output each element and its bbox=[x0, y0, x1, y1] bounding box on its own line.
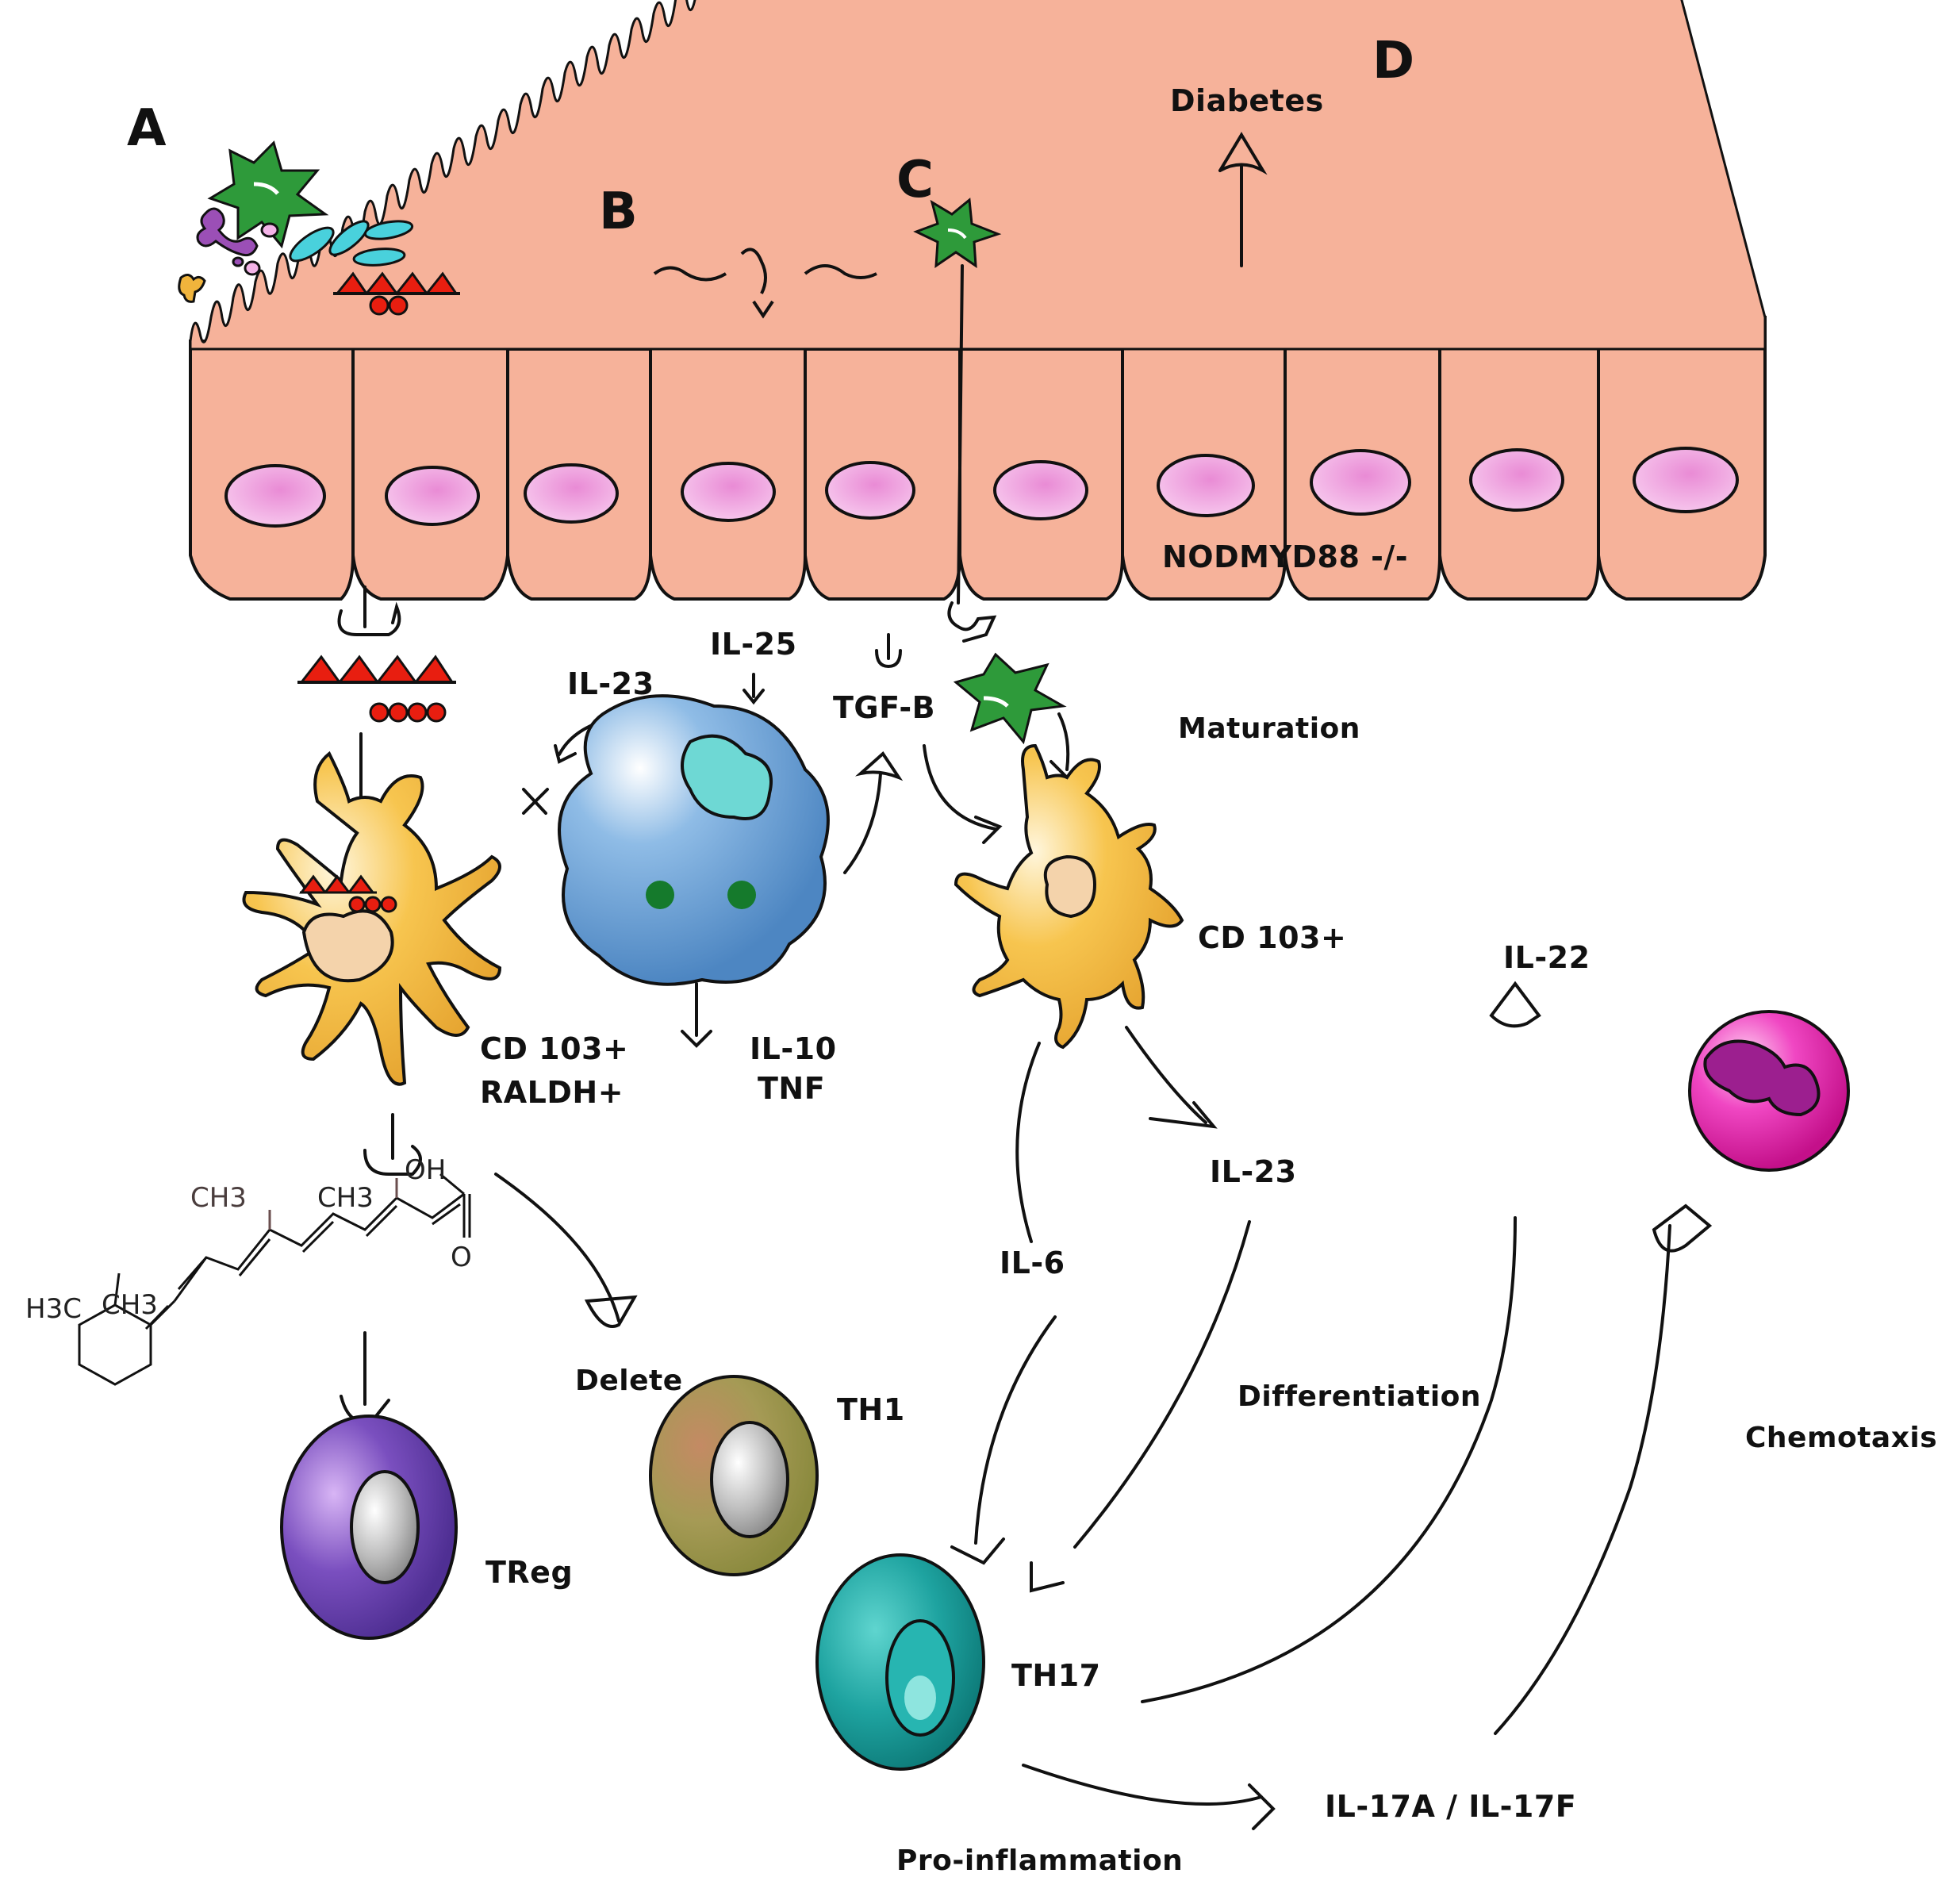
il10-label: IL-10 bbox=[750, 1031, 837, 1066]
il23-c-label: IL-23 bbox=[1210, 1154, 1297, 1189]
microvilli bbox=[189, 0, 1767, 351]
chem-o: O bbox=[451, 1242, 472, 1273]
il22-label: IL-22 bbox=[1503, 940, 1591, 975]
mucus-squiggles bbox=[653, 248, 877, 319]
cd103-c-label: CD 103+ bbox=[1198, 920, 1347, 955]
th17-cell bbox=[815, 1553, 985, 1771]
microbes bbox=[178, 140, 414, 303]
panel-label-d: D bbox=[1372, 32, 1415, 90]
cd103-raldh-label-line1: CD 103+ bbox=[480, 1031, 629, 1066]
bacterium-cyan bbox=[352, 248, 406, 267]
th17-label: TH17 bbox=[1011, 1658, 1101, 1693]
proinflammation-label: Pro-inflammation bbox=[896, 1844, 1184, 1877]
delete-label: Delete bbox=[575, 1365, 683, 1397]
chem-ch3-a: CH3 bbox=[190, 1182, 247, 1214]
epithelial-nuclei bbox=[224, 447, 1739, 528]
panel-label-b: B bbox=[599, 182, 639, 241]
chemotaxis-label: Chemotaxis bbox=[1745, 1422, 1938, 1454]
antigen-star bbox=[207, 140, 329, 249]
dendritic-cell-a bbox=[242, 750, 502, 1086]
panel-label-c: C bbox=[896, 151, 934, 209]
bacterium-purple bbox=[196, 207, 259, 257]
retinoid-antigen-a bbox=[297, 654, 456, 723]
retinoid-antigen-top bbox=[333, 271, 460, 316]
panel-label-a: A bbox=[127, 99, 167, 158]
chem-oh: OH bbox=[405, 1154, 447, 1186]
macrophage bbox=[558, 694, 830, 986]
bacterium-yellow bbox=[178, 274, 206, 303]
bacterium-cyan bbox=[363, 220, 414, 240]
il23-b-label: IL-23 bbox=[567, 666, 654, 701]
pathway-arrows bbox=[337, 132, 1713, 1830]
bacterium-cyan bbox=[328, 220, 370, 256]
chem-h3c: H3C bbox=[25, 1293, 82, 1325]
differentiation-label: Differentiation bbox=[1238, 1380, 1482, 1413]
treg-label: TReg bbox=[485, 1555, 574, 1590]
chem-ch3-b: CH3 bbox=[317, 1182, 374, 1214]
tnf-label: TNF bbox=[758, 1071, 826, 1106]
diabetes-label: Diabetes bbox=[1170, 83, 1324, 118]
dendritic-cell-c bbox=[954, 743, 1184, 1050]
il6-label: IL-6 bbox=[1000, 1246, 1065, 1280]
th1-cell bbox=[649, 1375, 819, 1576]
antigen-star-c2 bbox=[953, 652, 1067, 745]
bacterium-cyan bbox=[289, 226, 335, 263]
retinoic-acid-structure bbox=[78, 1173, 471, 1386]
maturation-label: Maturation bbox=[1178, 712, 1360, 745]
chem-ch3-c: CH3 bbox=[102, 1289, 158, 1321]
neutrophil bbox=[1688, 1010, 1850, 1172]
nodmyd88-label: NODMYD88 -/- bbox=[1162, 539, 1409, 574]
cd103-raldh-label-line2: RALDH+ bbox=[480, 1075, 624, 1110]
th1-label: TH1 bbox=[837, 1392, 905, 1427]
il17-label: IL-17A / IL-17F bbox=[1325, 1789, 1577, 1824]
tgfb-label: TGF-B bbox=[833, 690, 936, 725]
antigen-star-c bbox=[913, 198, 1002, 268]
treg-cell bbox=[280, 1415, 458, 1640]
il25-label: IL-25 bbox=[710, 627, 797, 662]
